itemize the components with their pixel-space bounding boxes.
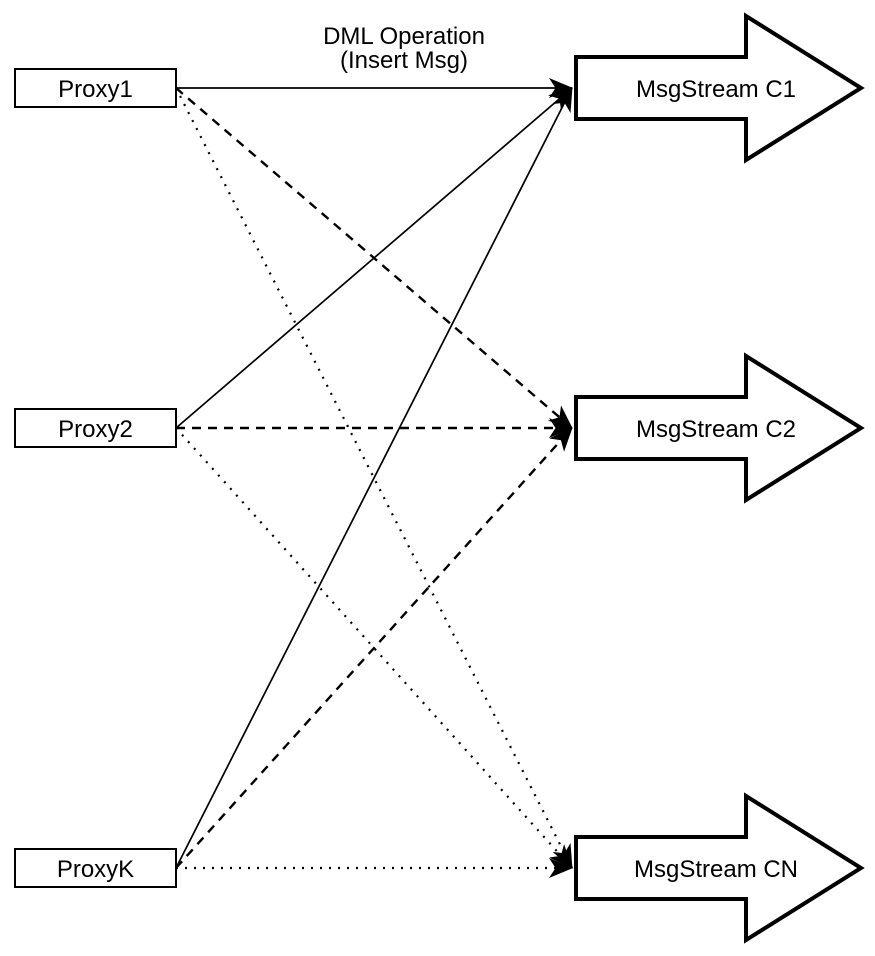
stream-label-cn: MsgStream CN <box>634 856 798 883</box>
stream-label-c2: MsgStream C2 <box>636 416 796 443</box>
edge-proxyK-to-c2-dashed <box>175 427 573 869</box>
proxy-box-proxy2 <box>14 408 177 448</box>
proxy-box-proxy1 <box>14 68 177 108</box>
stream-node-cn: MsgStream CN <box>574 792 865 944</box>
stream-arrow-shape-cn <box>574 792 865 944</box>
proxy-node-proxyK: ProxyK <box>14 848 177 888</box>
proxy-node-proxy2: Proxy2 <box>14 408 177 448</box>
proxy-label-proxy2: Proxy2 <box>58 416 133 443</box>
connection-label-line1: DML Operation <box>323 23 485 50</box>
stream-label-c1: MsgStream C1 <box>636 76 796 103</box>
edge-proxyK-to-c1-solid <box>175 87 573 869</box>
stream-node-c2: MsgStream C2 <box>574 352 865 504</box>
stream-node-c1: MsgStream C1 <box>574 12 865 164</box>
stream-arrow-shape-c2 <box>574 352 865 504</box>
proxy-label-proxy1: Proxy1 <box>58 76 133 103</box>
stream-arrow-shape-c1 <box>574 12 865 164</box>
connection-label: DML Operation(Insert Msg) <box>323 23 485 74</box>
connection-label-line2: (Insert Msg) <box>340 47 468 74</box>
proxy-box-proxyK <box>14 848 177 888</box>
proxy-node-proxy1: Proxy1 <box>14 68 177 108</box>
edge-proxy1-to-cn-dotted <box>175 87 573 869</box>
proxy-label-proxyK: ProxyK <box>57 856 134 883</box>
edge-proxy2-to-c1-solid <box>175 87 573 429</box>
